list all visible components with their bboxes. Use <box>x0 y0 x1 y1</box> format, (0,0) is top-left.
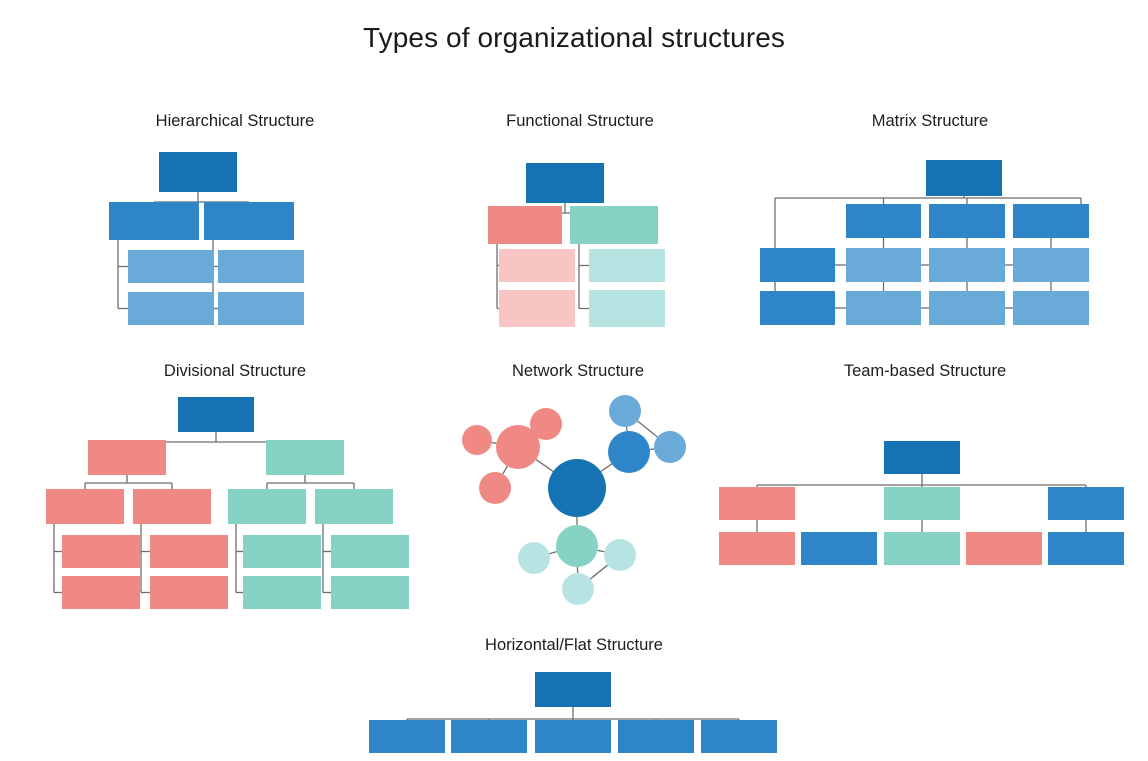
panel-title-hierarchical: Hierarchical Structure <box>155 112 315 130</box>
node-level3-left-2 <box>128 292 214 325</box>
node-member-3 <box>884 532 960 565</box>
node-unit-l1 <box>46 489 124 524</box>
network-edge <box>590 564 608 580</box>
node-level3-right-2 <box>218 292 304 325</box>
node-unit-4 <box>618 720 694 753</box>
node-unit-1 <box>369 720 445 753</box>
network-node-salmon-leaf-bottom <box>479 472 511 504</box>
panel-hierarchical <box>109 152 304 325</box>
node-root <box>159 152 237 192</box>
node-level2-right <box>204 202 294 240</box>
node-member-2 <box>801 532 877 565</box>
panel-title-divisional: Divisional Structure <box>163 362 307 380</box>
node-level2-left <box>109 202 199 240</box>
node-leaf-l1b <box>62 576 140 609</box>
network-node-salmon-leaf-left <box>462 425 492 455</box>
panel-title-network: Network Structure <box>511 362 645 380</box>
node-leaf-r2a <box>331 535 409 568</box>
network-edge <box>502 465 508 475</box>
node-leaf-left-2 <box>499 290 575 327</box>
network-node-salmon-leaf-top <box>530 408 562 440</box>
network-edge <box>600 463 613 473</box>
node-division-left <box>88 440 166 475</box>
node-unit-3 <box>535 720 611 753</box>
network-node-teal-hub <box>556 525 598 567</box>
node-leaf-l1a <box>62 535 140 568</box>
panel-team-based <box>719 441 1124 565</box>
network-node-hub <box>548 459 606 517</box>
network-node-blue-leaf-right <box>654 431 686 463</box>
node-leaf-right-1 <box>589 249 665 282</box>
node-level3-left-1 <box>128 250 214 283</box>
node-cell-2-2 <box>929 291 1005 325</box>
node-root <box>535 672 611 707</box>
node-cell-2-3 <box>1013 291 1089 325</box>
node-level3-right-1 <box>218 250 304 283</box>
network-edge <box>597 549 605 553</box>
network-node-blue-hub <box>608 431 650 473</box>
node-row-header-1 <box>760 248 835 282</box>
node-cell-1-3 <box>1013 248 1089 282</box>
node-leaf-r1b <box>243 576 321 609</box>
panel-network <box>462 395 686 605</box>
panel-flat <box>369 672 777 753</box>
panel-matrix <box>760 160 1089 325</box>
network-node-teal-leaf-left <box>518 542 550 574</box>
panel-title-flat: Horizontal/Flat Structure <box>485 636 663 654</box>
node-root <box>178 397 254 432</box>
node-leaf-r1a <box>243 535 321 568</box>
network-edge <box>649 448 655 451</box>
node-member-1 <box>719 532 795 565</box>
node-row-header-2 <box>760 291 835 325</box>
node-leaf-left-1 <box>499 249 575 282</box>
node-leaf-right-2 <box>589 290 665 327</box>
node-unit-l2 <box>133 489 211 524</box>
node-cell-1-2 <box>929 248 1005 282</box>
node-team-lead-2 <box>884 487 960 520</box>
node-division-right <box>266 440 344 475</box>
panel-divisional <box>46 397 409 609</box>
node-team-lead-1 <box>719 487 795 520</box>
panel-title-team-based: Team-based Structure <box>843 362 1007 380</box>
node-root <box>884 441 960 474</box>
node-leaf-r2b <box>331 576 409 609</box>
node-unit-2 <box>451 720 527 753</box>
panel-title-matrix: Matrix Structure <box>871 112 989 130</box>
network-node-teal-leaf-bottom <box>562 573 594 605</box>
node-member-5 <box>1048 532 1124 565</box>
node-col-header-2 <box>929 204 1005 238</box>
node-unit-5 <box>701 720 777 753</box>
network-node-teal-leaf-right <box>604 539 636 571</box>
node-leaf-l2b <box>150 576 228 609</box>
node-cell-1-1 <box>846 248 921 282</box>
node-leaf-l2a <box>150 535 228 568</box>
panel-functional <box>488 163 665 327</box>
node-col-header-1 <box>846 204 921 238</box>
node-col-header-3 <box>1013 204 1089 238</box>
node-branch-left <box>488 206 562 244</box>
node-root <box>926 160 1002 196</box>
node-team-lead-3 <box>1048 487 1124 520</box>
node-unit-r1 <box>228 489 306 524</box>
node-branch-right <box>570 206 658 244</box>
network-edge <box>637 420 658 438</box>
panel-title-functional: Functional Structure <box>506 112 654 130</box>
network-edge <box>549 551 557 555</box>
node-member-4 <box>966 532 1042 565</box>
node-root <box>526 163 604 203</box>
node-cell-2-1 <box>846 291 921 325</box>
page-title: Types of organizational structures <box>362 22 786 53</box>
network-edge <box>491 441 497 444</box>
network-edge <box>535 459 554 472</box>
network-node-salmon-hub <box>496 425 540 469</box>
network-node-blue-leaf-top <box>609 395 641 427</box>
node-unit-r2 <box>315 489 393 524</box>
